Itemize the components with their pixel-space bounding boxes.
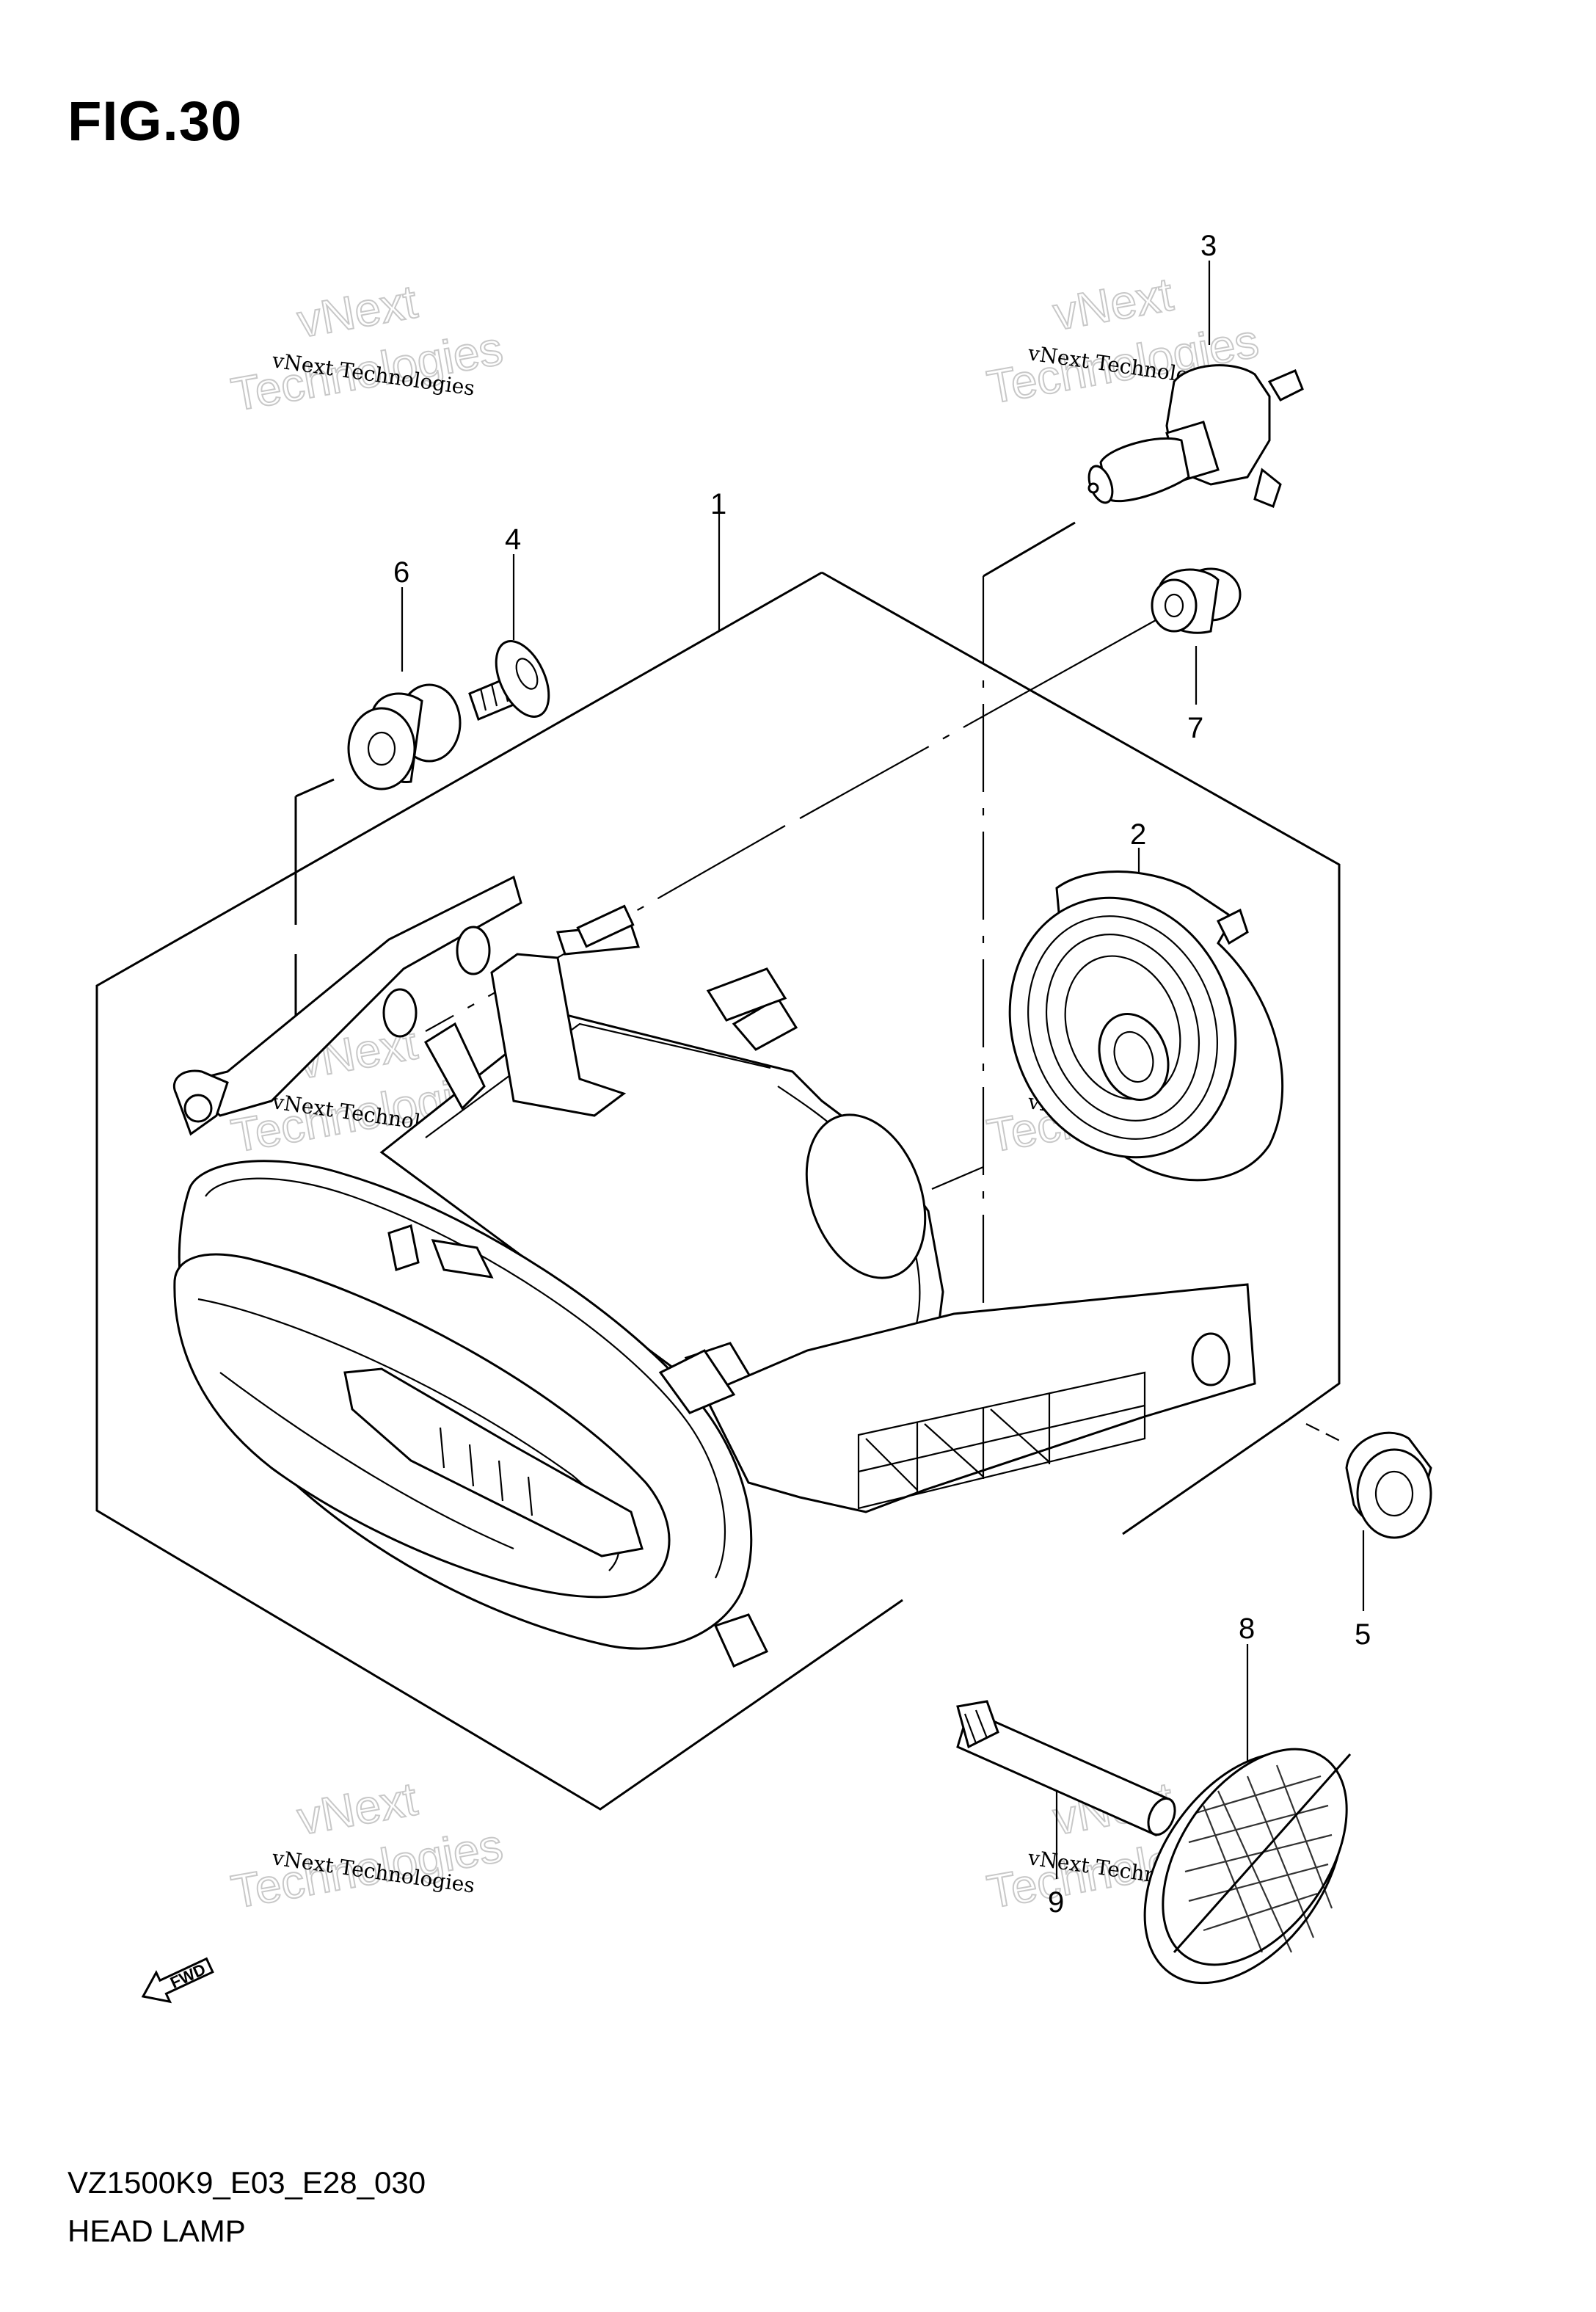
grommet-upper: [347, 683, 462, 790]
watermark-top-left: Technologies vNext vNext Technologies: [227, 274, 507, 421]
grommet-lower: [1345, 1431, 1432, 1539]
watermark-tag-text: vNext: [294, 275, 421, 347]
figure-code: VZ1500K9_E03_E28_030: [68, 2165, 426, 2200]
watermark-bottom-left: Technologies vNext vNext Technologies: [227, 1771, 507, 1919]
callouts: 1 2 3 4 5 6 7 8 9: [393, 230, 1371, 1919]
headlamp-housing: [173, 875, 1256, 1668]
callout-5: 5: [1355, 1618, 1371, 1651]
headlamp-bulb: [1087, 364, 1304, 508]
callout-1: 1: [710, 488, 726, 520]
figure-title: FIG.30: [68, 90, 243, 153]
watermark-tag-text: vNext: [1049, 267, 1177, 340]
figure-name: HEAD LAMP: [68, 2214, 246, 2248]
watermark-tag-text: vNext: [294, 1772, 421, 1844]
callout-7: 7: [1187, 712, 1203, 744]
assembly-box: [95, 571, 1341, 1811]
callout-2: 2: [1130, 818, 1146, 851]
callout-4: 4: [505, 523, 521, 556]
fwd-label: FWD: [167, 1960, 208, 1992]
fwd-direction-marker: FWD: [141, 1957, 214, 2004]
reflector-mesh: [1184, 1764, 1333, 1953]
grommet-right: [1151, 567, 1242, 634]
callout-3: 3: [1200, 230, 1217, 262]
bulb-socket-cover: [1008, 870, 1284, 1182]
mounting-pin: [956, 1700, 1176, 1837]
reflector: [1143, 1748, 1352, 1985]
callout-6: 6: [393, 556, 409, 589]
callout-8: 8: [1239, 1613, 1255, 1645]
callout-9: 9: [1048, 1886, 1064, 1919]
screw: [468, 640, 550, 721]
